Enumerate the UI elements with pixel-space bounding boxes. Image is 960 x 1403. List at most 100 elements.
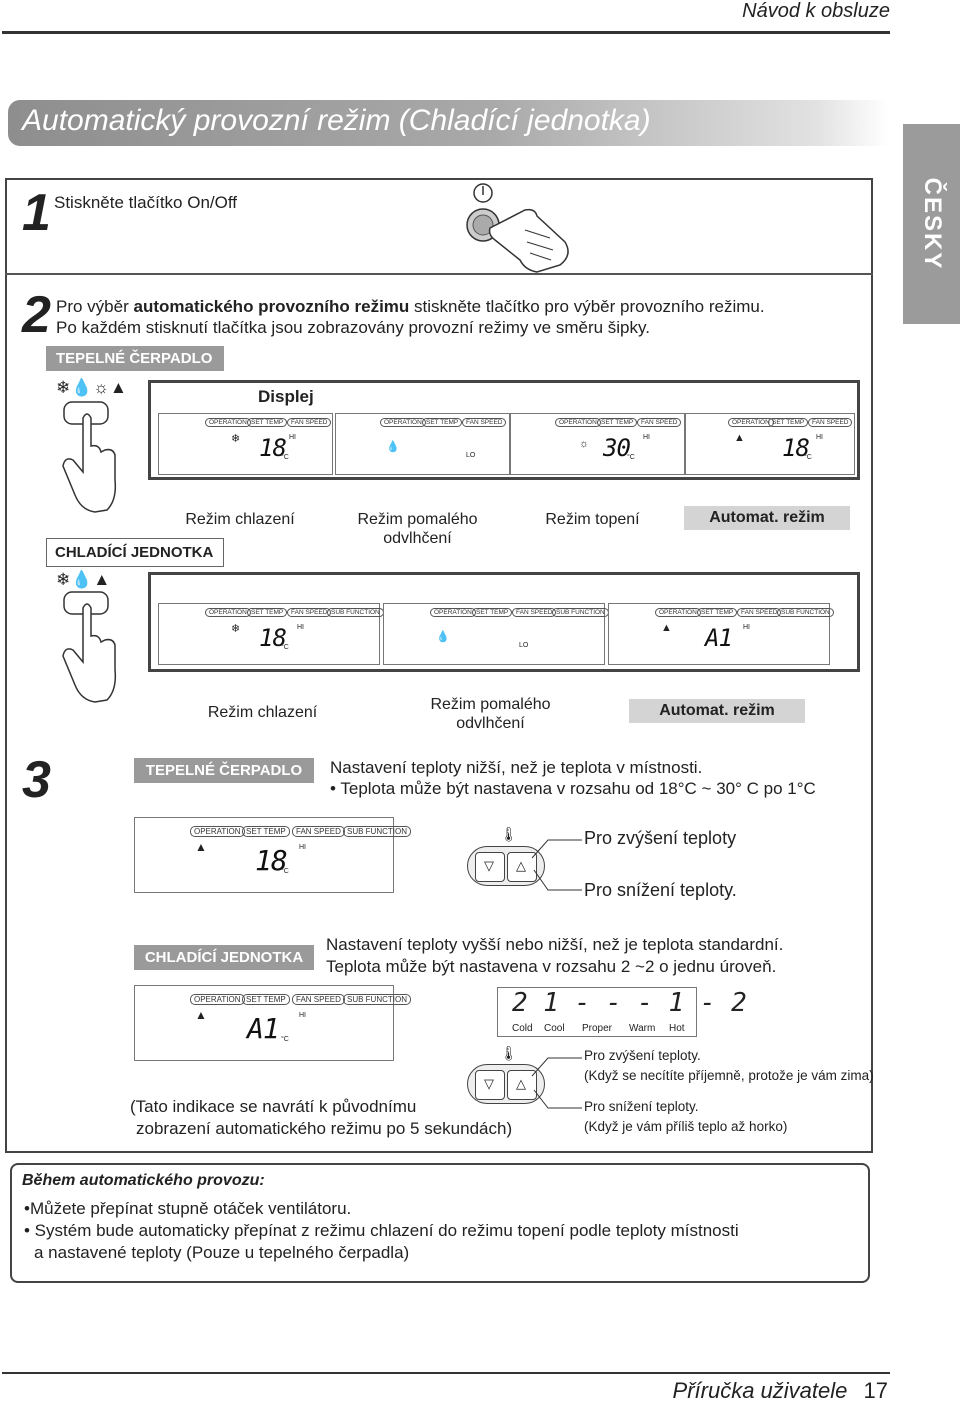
- lcd-fanspeed-tag: FAN SPEED: [292, 994, 345, 1005]
- lcd-settemp-tag: SET TEMP: [472, 608, 513, 617]
- lcd-unit: °C: [281, 868, 289, 875]
- caption-heat-auto: Automat. režim: [684, 506, 850, 530]
- lcd-settemp-tag: SET TEMP: [247, 418, 288, 427]
- page-number: 17: [863, 1378, 888, 1403]
- mode-button-hand-cool: [62, 591, 117, 703]
- lcd-settemp-tag: SET TEMP: [697, 608, 738, 617]
- button-callout-lines: [531, 839, 582, 891]
- footer-title: Příručka uživatele: [672, 1378, 848, 1403]
- lcd-temp: 30: [603, 434, 631, 462]
- temp-up-button[interactable]: △: [507, 1070, 537, 1100]
- lcd-temp: 18: [255, 844, 288, 877]
- lcd-fanspeed-tag: FAN SPEED: [462, 418, 507, 427]
- lcd-subfunction-tag: SUB FUNCTION: [343, 826, 411, 837]
- mode-button-hand: [62, 401, 117, 513]
- caption-heat-heat: Režim topení: [545, 511, 640, 528]
- section-title: Automatický provozní režim (Chladící jed…: [22, 104, 651, 137]
- scale-label-hot: Hot: [669, 1023, 685, 1034]
- temp-down-button[interactable]: ▽: [475, 1070, 505, 1100]
- cooling-unit-label: CHLADÍCÍ JEDNOTKA: [46, 538, 224, 567]
- lcd-operation-tag: OPERATION: [190, 826, 245, 837]
- lcd-fan-hi: HI: [297, 624, 304, 631]
- footer-rule: [2, 1372, 890, 1374]
- lcd-settemp-tag: SET TEMP: [242, 826, 290, 837]
- lcd-fanspeed-tag: FAN SPEED: [287, 608, 332, 617]
- temp-up-button[interactable]: △: [507, 852, 537, 882]
- step3-heat-line2: • Teplota může být nastavena v rozsahu o…: [330, 779, 816, 798]
- lcd-operation-tag: OPERATION: [205, 418, 251, 427]
- lcd-subfunction-tag: SUB FUNCTION: [777, 608, 834, 617]
- footer: Příručka uživatele 17: [673, 1378, 888, 1403]
- lcd-settemp-tag: SET TEMP: [422, 418, 463, 427]
- lcd-settemp-tag: SET TEMP: [242, 994, 290, 1005]
- lcd-unit: °C: [281, 644, 289, 651]
- lcd-fan-hi: HI: [816, 434, 823, 441]
- auto-icon: ▲: [195, 1008, 207, 1022]
- lcd-step3-cool: OPERATION SET TEMP FAN SPEED SUB FUNCTIO…: [134, 985, 411, 1061]
- button-callout-lines-2: [531, 1057, 582, 1109]
- lcd-fanspeed-tag: FAN SPEED: [292, 826, 345, 837]
- auto-icon: ▲: [734, 432, 745, 444]
- step3-heat-pump-label: TEPELNÉ ČERPADLO: [134, 758, 314, 783]
- language-tab: ČESKY: [903, 124, 960, 324]
- lcd-cool-dry: OPERATION SET TEMP FAN SPEED SUB FUNCTIO…: [383, 603, 609, 665]
- lcd-operation-tag: OPERATION: [205, 608, 251, 617]
- lcd-operation-tag: OPERATION: [190, 994, 245, 1005]
- document-header: Návod k obsluze: [742, 0, 890, 22]
- step2-line1-bold: automatického provozního režimu: [133, 297, 410, 316]
- lcd-operation-tag: OPERATION: [430, 608, 476, 617]
- step2-line2: Po každém stisknutí tlačítka jsou zobraz…: [56, 318, 650, 337]
- lcd-temp: 18: [259, 624, 287, 652]
- lcd-step3-heat: OPERATION SET TEMP FAN SPEED SUB FUNCTIO…: [134, 817, 411, 893]
- lcd-fanspeed-tag: FAN SPEED: [287, 418, 332, 427]
- lcd-fan-hi: HI: [299, 1012, 306, 1019]
- notes-item-2: • Systém bude automaticky přepínat z rež…: [24, 1221, 739, 1240]
- heat-cycle-bracket: [148, 380, 860, 480]
- triangle-down-icon: ▽: [484, 858, 494, 873]
- lcd-fan-lo: LO: [519, 642, 529, 649]
- lcd-fan-lo: LO: [466, 452, 476, 459]
- lcd-fan-hi: HI: [289, 434, 296, 441]
- lcd-unit: °C: [281, 454, 289, 461]
- heat-pump-label: TEPELNÉ ČERPADLO: [46, 346, 224, 371]
- lcd-subfunction-tag: SUB FUNCTION: [343, 994, 411, 1005]
- scale-label-proper: Proper: [582, 1023, 613, 1034]
- scale-label-cool: Cool: [544, 1023, 565, 1034]
- lcd-heat-heat: OPERATION SET TEMP FAN SPEED ☼ 30 °C HI: [510, 413, 685, 475]
- step3-cool-line1: Nastavení teploty vyšší nebo nižší, než …: [326, 935, 784, 954]
- lcd-cool-auto: OPERATION SET TEMP FAN SPEED SUB FUNCTIO…: [608, 603, 834, 665]
- header-rule: [2, 31, 890, 34]
- step3-heat-line1: Nastavení teploty nižší, než je teplota …: [330, 758, 703, 777]
- step2-line1-a: Pro výběr: [56, 297, 134, 316]
- temp-scale-display: 2 1 - - - 1 - 2 Cold Cool Proper Warm Ho…: [497, 987, 747, 1037]
- step1-text: Stiskněte tlačítko On/Off: [54, 193, 237, 212]
- temp-down-button[interactable]: ▽: [475, 852, 505, 882]
- lcd-auto-code: A1: [705, 624, 733, 652]
- caption-cool-cool: Režim chlazení: [207, 704, 318, 721]
- lcd-unit: °C: [804, 454, 812, 461]
- raise-temp-note: (Když se necítíte příjemně, protože je v…: [584, 1068, 874, 1083]
- step2-number: 2: [22, 286, 51, 344]
- lcd-fan-hi: HI: [743, 624, 750, 631]
- temp-scale-digits: 2 1 - - - 1 - 2: [512, 988, 747, 1018]
- instructions-box: [5, 178, 873, 1153]
- mode-icons-heat: ❄💧☼▲: [56, 378, 128, 397]
- triangle-down-icon: ▽: [484, 1076, 494, 1091]
- caption-cool-auto: Automat. režim: [629, 699, 805, 723]
- triangle-up-icon: △: [516, 1076, 526, 1091]
- dry-icon: 💧: [436, 631, 450, 643]
- lcd-operation-tag: OPERATION: [380, 418, 426, 427]
- lcd-fan-hi: HI: [299, 844, 306, 851]
- lcd-settemp-tag: SET TEMP: [597, 418, 638, 427]
- section-title-bar: [8, 100, 888, 146]
- lcd-auto-code: A1: [247, 1012, 280, 1045]
- raise-temp-label: Pro zvýšení teploty: [584, 828, 737, 848]
- lcd-settemp-tag: SET TEMP: [768, 418, 809, 427]
- lcd-fanspeed-tag: FAN SPEED: [512, 608, 557, 617]
- language-tab-label: ČESKY: [918, 177, 946, 271]
- lcd-unit: °C: [281, 1036, 289, 1043]
- step3-cooling-label: CHLADÍCÍ JEDNOTKA: [134, 945, 314, 970]
- lcd-heat-cool: OPERATION SET TEMP FAN SPEED ❄ 18 °C HI: [158, 413, 333, 475]
- lower-temp-note: (Když je vám příliš teplo až horko): [584, 1119, 788, 1134]
- display-label: Displej: [258, 387, 314, 406]
